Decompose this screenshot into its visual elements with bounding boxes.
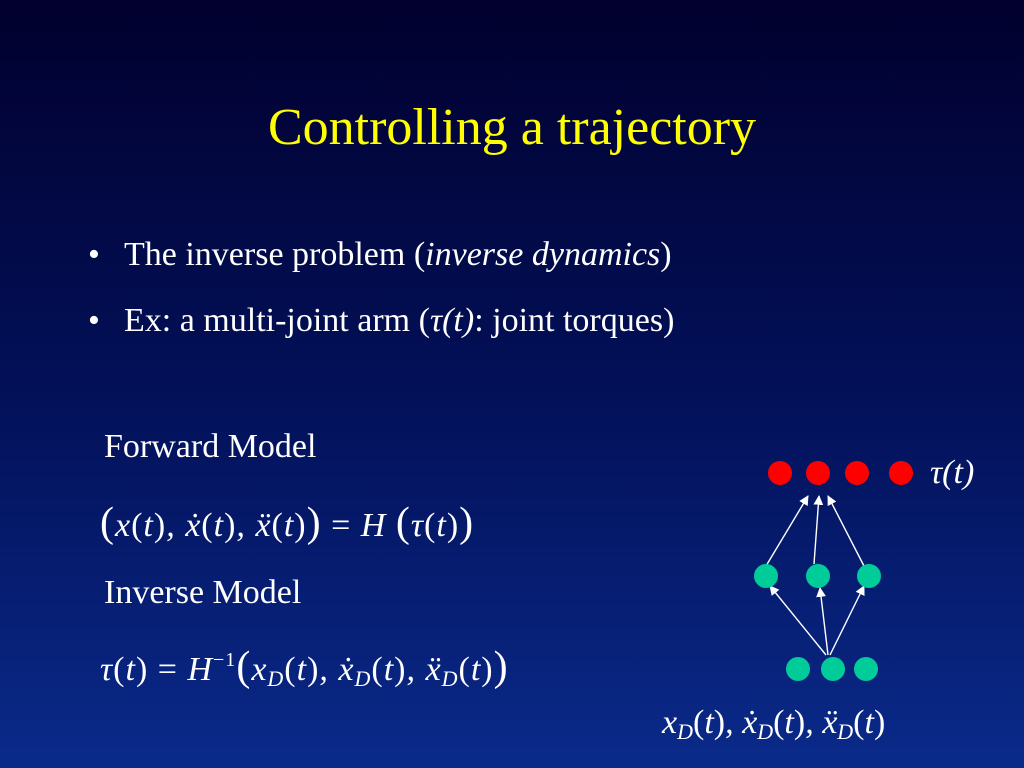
inverse-model-label: Inverse Model [104, 574, 302, 611]
hidden-layer [754, 564, 881, 588]
arrow [813, 495, 824, 565]
inverse-model-equation: τ(t) = H−1(xD(t), ẋD(t), ẍD(t)) [100, 644, 509, 691]
output-node [889, 461, 913, 485]
arrow [827, 495, 865, 567]
hidden-node [754, 564, 778, 588]
output-node [768, 461, 792, 485]
bullet-dot-icon: • [88, 236, 100, 273]
bullet-text: Ex: a multi-joint arm ( [124, 302, 430, 339]
input-layer [786, 657, 878, 681]
input-node [821, 657, 845, 681]
forward-model-equation: (x(t), ẋ(t), ẍ(t)) = H (τ(t)) [100, 500, 475, 546]
slide-title: Controlling a trajectory [267, 99, 757, 156]
bullet-dot-icon: • [88, 302, 100, 339]
bullet-text-suffix: : joint torques) [474, 302, 675, 339]
network-diagram [754, 461, 913, 681]
input-node [786, 657, 810, 681]
hidden-to-output-arrows [765, 495, 865, 567]
arrow [765, 495, 809, 567]
bullet-item-inverse-problem: • The inverse problem (inverse dynamics) [88, 238, 674, 304]
input-to-hidden-arrows [769, 585, 865, 656]
hidden-node [806, 564, 830, 588]
diagram-output-label: τ(t) [930, 454, 975, 491]
forward-model-label: Forward Model [104, 428, 317, 465]
bullet-emphasis: τ(t) [429, 302, 475, 339]
arrow [829, 585, 865, 656]
output-layer [768, 461, 913, 485]
output-node [845, 461, 869, 485]
bullet-item-multijoint-arm: • Ex: a multi-joint arm (τ(t): joint torq… [88, 304, 674, 370]
input-node [854, 657, 878, 681]
arrow [769, 585, 827, 656]
bullet-text-suffix: ) [660, 236, 672, 273]
hidden-node [857, 564, 881, 588]
bullet-emphasis: inverse dynamics [425, 236, 661, 273]
arrow [816, 587, 829, 656]
output-node [806, 461, 830, 485]
bullet-text: The inverse problem ( [124, 236, 426, 273]
diagram-input-label: xD(t), ẋD(t), ẍD(t) [662, 704, 886, 744]
bullet-list: •The inverse problem (inverse dynamics) … [88, 238, 674, 370]
